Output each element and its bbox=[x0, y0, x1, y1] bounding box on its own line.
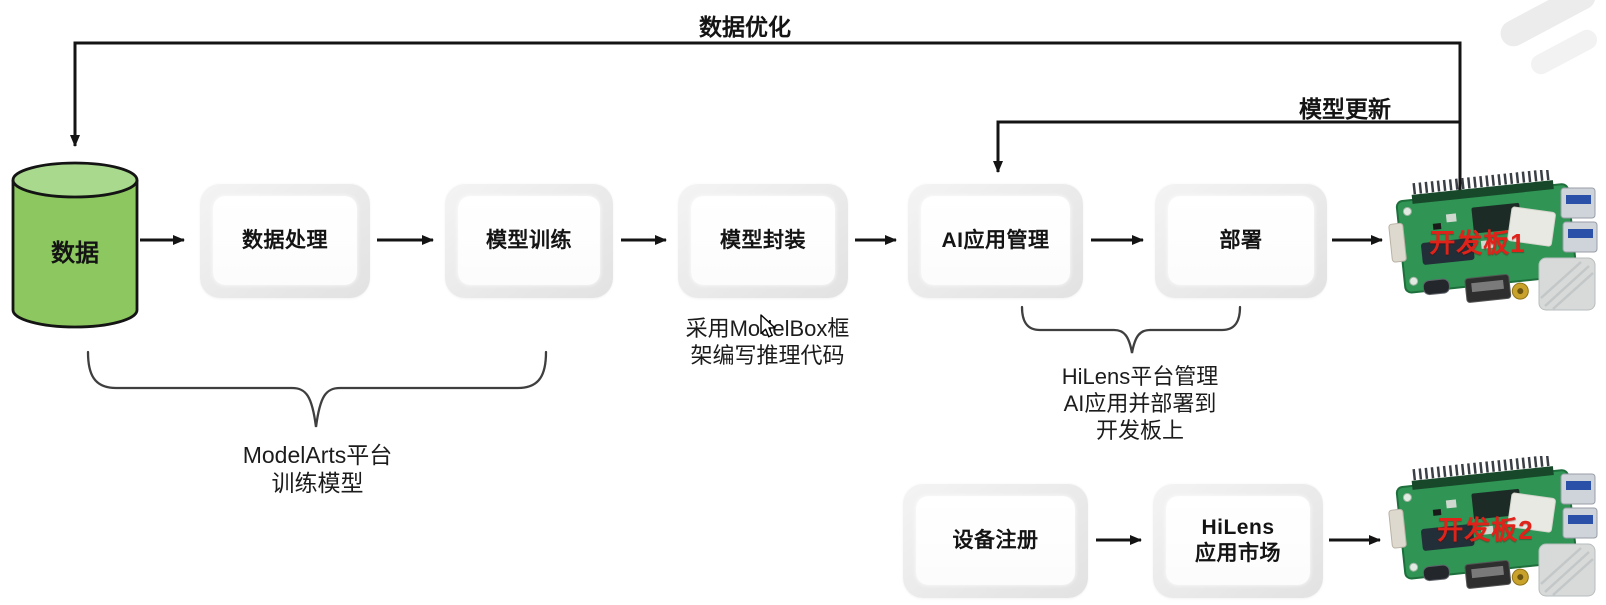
node-inner-panel bbox=[1166, 496, 1310, 585]
pcb-body bbox=[1388, 456, 1578, 589]
board2-label: 开发板2 bbox=[1437, 515, 1534, 545]
node-model-packaging: 模型封装 bbox=[678, 183, 848, 298]
node-inner-panel bbox=[458, 196, 600, 285]
feedback-line-data-optimization bbox=[70, 41, 1462, 196]
node-label: 部署 bbox=[1219, 228, 1263, 252]
node-label: HiLens 应用市场 bbox=[1195, 516, 1281, 565]
node-label: 模型训练 bbox=[486, 228, 572, 252]
database-label: 数据 bbox=[51, 240, 99, 267]
node-hilens-app-market: HiLens 应用市场 bbox=[1153, 483, 1323, 598]
node-inner-panel bbox=[691, 196, 835, 285]
node-label: 模型封装 bbox=[720, 228, 806, 252]
node-deployment: 部署 bbox=[1155, 183, 1327, 298]
node-inner-panel bbox=[213, 196, 357, 285]
hilens-note: HiLens平台管理 AI应用并部署到 开发板上 bbox=[1061, 364, 1219, 443]
dev-board-2-image bbox=[1388, 456, 1598, 597]
feedback-line-model-update bbox=[993, 120, 1460, 173]
node-data-processing: 数据处理 bbox=[200, 183, 370, 298]
node-model-training: 模型训练 bbox=[445, 183, 613, 298]
dev-board-1-image bbox=[1388, 170, 1598, 311]
usb-ports bbox=[1560, 187, 1598, 253]
database-cylinder-icon bbox=[11, 161, 139, 329]
node-inner-panel bbox=[916, 496, 1075, 585]
node-inner-panel bbox=[1168, 196, 1314, 285]
brace-modelarts bbox=[86, 350, 548, 428]
mouse-cursor bbox=[760, 314, 776, 338]
data-optimization-label: 数据优化 bbox=[699, 14, 791, 40]
node-label: 数据处理 bbox=[242, 228, 328, 252]
node-label: 设备注册 bbox=[952, 528, 1039, 552]
flow-arrows bbox=[140, 235, 1383, 545]
model-update-label: 模型更新 bbox=[1299, 96, 1391, 122]
modelarts-note: ModelArts平台 训练模型 bbox=[242, 442, 393, 497]
node-ai-app-management: AI应用管理 bbox=[908, 183, 1083, 298]
node-device-registration: 设备注册 bbox=[903, 483, 1088, 598]
modelbox-note: 采用ModelBox框 架编写推理代码 bbox=[686, 316, 850, 368]
usb-ports bbox=[1560, 473, 1598, 539]
node-label: AI应用管理 bbox=[941, 228, 1050, 252]
node-inner-panel bbox=[921, 196, 1070, 285]
brace-hilens bbox=[1020, 305, 1242, 354]
heatsink bbox=[1538, 543, 1596, 597]
board1-label: 开发板1 bbox=[1429, 228, 1526, 258]
heatsink bbox=[1538, 257, 1596, 311]
